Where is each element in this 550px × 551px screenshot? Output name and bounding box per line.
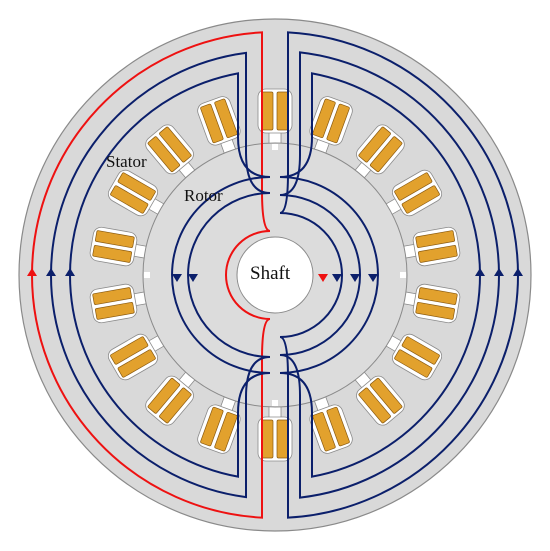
stator-slot (145, 124, 199, 182)
stator-slot (107, 169, 169, 217)
flux-arrow (513, 268, 523, 276)
flux-arrow (475, 268, 485, 276)
stator-slot (107, 333, 169, 381)
winding-coil (95, 230, 135, 248)
flux-arrow (27, 268, 37, 276)
flux-arrows (27, 268, 523, 282)
flux-arrow (172, 274, 182, 282)
flux-arrow (350, 274, 360, 282)
winding-coil (92, 245, 132, 263)
winding-coil (147, 377, 181, 414)
winding-coil (418, 245, 458, 263)
stator-slot (397, 226, 461, 267)
rotor-cut (400, 272, 406, 278)
flux-arrow (494, 268, 504, 276)
winding-coil (95, 302, 135, 320)
winding-coil (110, 336, 149, 365)
winding-coil (369, 136, 403, 173)
winding-coil (312, 412, 336, 452)
winding-coil (415, 302, 455, 320)
winding-coil (358, 387, 391, 424)
winding-coil (159, 126, 192, 163)
flux-line-red (31, 31, 271, 519)
flux-line-blue (279, 31, 519, 519)
shaft-label: Shaft (250, 263, 291, 284)
flux-line-blue (279, 72, 481, 478)
winding-coil (110, 185, 149, 214)
stator-slot (257, 88, 293, 150)
flux-arrow (318, 274, 328, 282)
rotor-cuts (144, 144, 406, 406)
winding-coil (261, 419, 274, 459)
winding-coil (92, 287, 132, 305)
winding-coil (147, 136, 181, 173)
winding-coil (214, 412, 238, 452)
stator-slot (89, 226, 153, 267)
rotor-cut (272, 400, 278, 406)
stator-slots (89, 88, 461, 462)
winding-coil (369, 377, 403, 414)
winding-coil (401, 336, 440, 365)
flux-arrow (368, 274, 378, 282)
stator-slot (257, 400, 293, 462)
stator-slot (89, 283, 153, 324)
winding-coil (200, 103, 224, 144)
winding-coil (117, 349, 156, 378)
winding-coil (276, 91, 289, 131)
winding-coil (214, 98, 238, 138)
flux-arrow (188, 274, 198, 282)
winding-coil (418, 287, 458, 305)
winding-coil (200, 406, 224, 447)
winding-coil (159, 387, 192, 424)
rotor-cut (144, 272, 150, 278)
winding-coil (394, 349, 433, 378)
winding-coil (326, 406, 350, 447)
rotor-label: Rotor (184, 186, 223, 205)
flux-arrow (65, 268, 75, 276)
winding-coil (358, 126, 391, 163)
winding-coil (312, 98, 336, 138)
winding-coil (117, 172, 156, 201)
stator-label: Stator (106, 152, 147, 171)
flux-line-blue (49, 51, 271, 499)
flux-line-blue (279, 51, 500, 499)
flux-arrow (46, 268, 56, 276)
stator-slot (381, 169, 443, 217)
shaft (236, 236, 314, 314)
stator-slot (381, 333, 443, 381)
winding-coil (394, 172, 433, 201)
winding-coil (276, 419, 289, 459)
winding-coil (401, 185, 440, 214)
rotor-cut (272, 144, 278, 150)
flux-lines (31, 31, 519, 519)
winding-coil (261, 91, 274, 131)
flux-line-blue (69, 72, 271, 478)
winding-coil (326, 103, 350, 144)
flux-arrow (332, 274, 342, 282)
stator-slot (309, 391, 353, 454)
winding-coil (415, 230, 455, 248)
